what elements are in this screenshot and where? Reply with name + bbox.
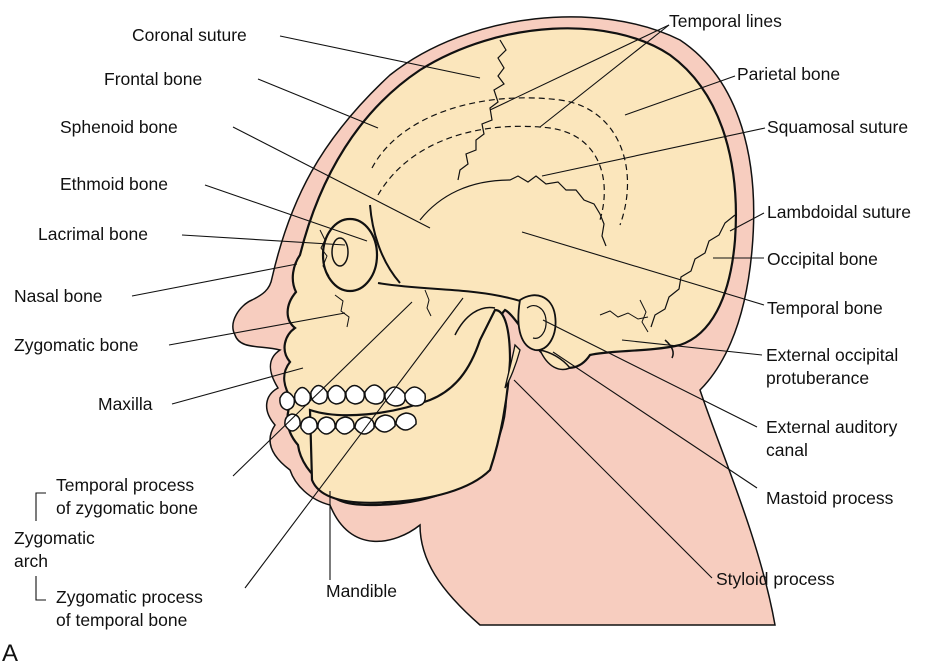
- label-temporal-bone: Temporal bone: [767, 297, 883, 320]
- tooth: [318, 417, 335, 434]
- label-squamosal-suture: Squamosal suture: [767, 116, 908, 139]
- label-parietal-bone: Parietal bone: [737, 63, 840, 86]
- tooth: [375, 415, 395, 432]
- label-temporal-process-line1: Temporal process: [56, 474, 194, 497]
- zygomatic-arch-bracket-bottom: [36, 576, 46, 600]
- orbit: [323, 219, 377, 291]
- label-ethmoid-bone: Ethmoid bone: [60, 173, 168, 196]
- label-occipital-bone: Occipital bone: [767, 248, 878, 271]
- label-external-auditory-line2: canal: [766, 439, 808, 462]
- tooth: [280, 392, 294, 410]
- label-lambdoidal-suture: Lambdoidal suture: [767, 201, 911, 224]
- label-temporal-lines: Temporal lines: [669, 10, 782, 33]
- label-zygomatic-arch-line2: arch: [14, 550, 48, 573]
- tooth: [336, 417, 354, 434]
- label-zygomatic-process-line2: of temporal bone: [56, 609, 187, 632]
- label-styloid-process: Styloid process: [716, 568, 835, 591]
- label-maxilla: Maxilla: [98, 393, 152, 416]
- zygomatic-arch-bracket-top: [36, 493, 46, 521]
- label-lacrimal-bone: Lacrimal bone: [38, 223, 148, 246]
- label-zygomatic-bone: Zygomatic bone: [14, 334, 139, 357]
- tooth: [311, 386, 327, 405]
- tooth: [301, 417, 317, 434]
- panel-letter: A: [2, 640, 18, 668]
- label-sphenoid-bone: Sphenoid bone: [60, 116, 178, 139]
- label-mandible: Mandible: [326, 580, 397, 603]
- label-nasal-bone: Nasal bone: [14, 285, 103, 308]
- tooth: [365, 385, 384, 404]
- label-external-occipital-line1: External occipital: [766, 344, 898, 367]
- label-temporal-process-line2: of zygomatic bone: [56, 497, 198, 520]
- label-frontal-bone: Frontal bone: [104, 68, 202, 91]
- tooth: [285, 414, 300, 431]
- external-ear-canal: [518, 295, 555, 350]
- label-zygomatic-arch-line1: Zygomatic: [14, 527, 95, 550]
- label-external-occipital-line2: protuberance: [766, 367, 869, 390]
- label-coronal-suture: Coronal suture: [132, 24, 247, 47]
- tooth: [346, 386, 364, 405]
- label-mastoid-process: Mastoid process: [766, 487, 893, 510]
- leader-frontal-bone: [258, 79, 378, 128]
- label-zygomatic-process-line1: Zygomatic process: [56, 586, 203, 609]
- tooth: [396, 413, 416, 430]
- tooth: [328, 386, 345, 405]
- label-external-auditory-line1: External auditory: [766, 416, 897, 439]
